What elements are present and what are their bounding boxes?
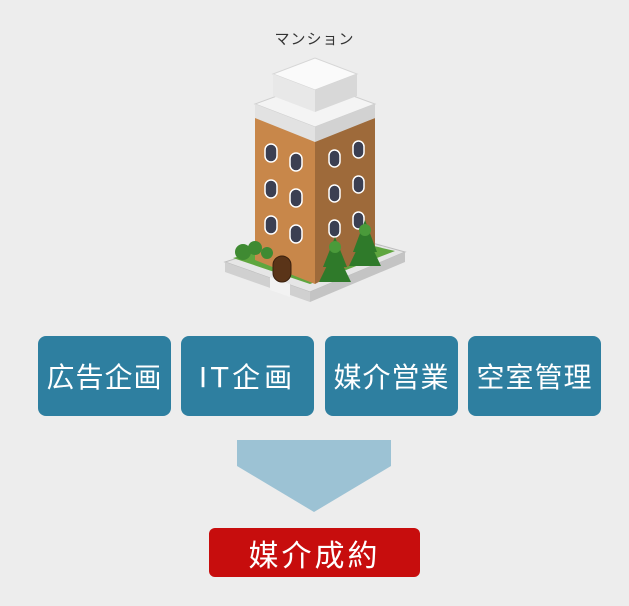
step-vacancy-management: 空室管理 (468, 336, 601, 416)
step-ad-planning: 広告企画 (38, 336, 171, 416)
step-brokerage-sales: 媒介営業 (325, 336, 458, 416)
building-caption: マンション (274, 30, 355, 48)
step-it-planning: IT企画 (181, 336, 314, 416)
apartment-building-icon (223, 57, 407, 302)
result-badge: 媒介成約 (209, 528, 420, 577)
process-steps: 広告企画 IT企画 媒介営業 空室管理 (38, 336, 602, 416)
arrow-down-icon (237, 440, 391, 512)
